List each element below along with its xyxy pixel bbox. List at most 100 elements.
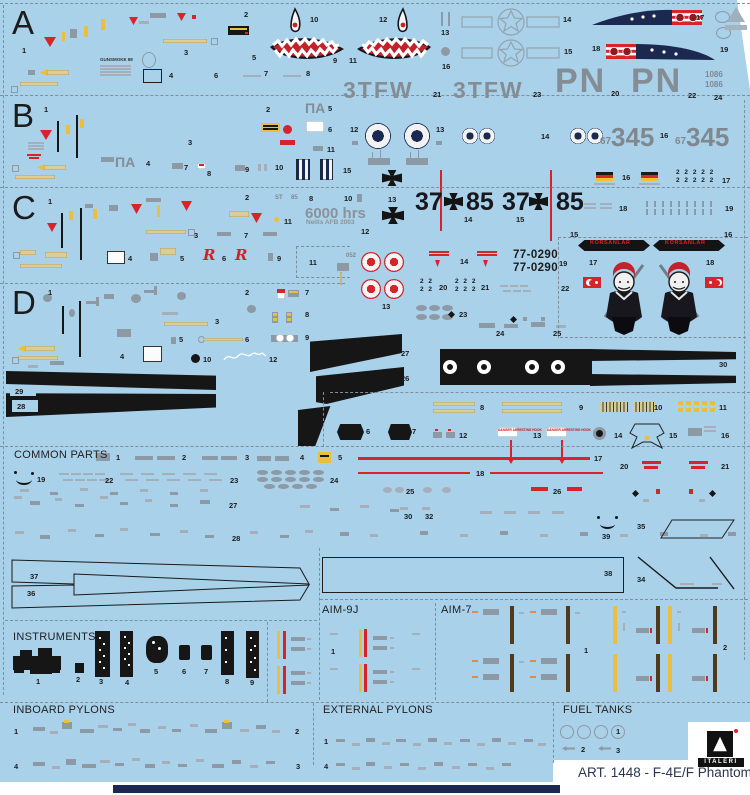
- decal-mark: [373, 636, 387, 640]
- decal-mark: [85, 204, 93, 208]
- decal-mark: [541, 609, 557, 615]
- part-number-label: 5: [154, 667, 159, 676]
- part-number-label: 7: [305, 288, 310, 297]
- part-number-label: 9: [333, 56, 338, 65]
- decal-mark: [337, 263, 349, 271]
- decal-mark: [310, 334, 402, 372]
- part-number-label: 28: [232, 534, 241, 543]
- decal-mark: [597, 516, 600, 519]
- dashed-separator: [5, 620, 317, 621]
- decal-mark: [40, 535, 50, 539]
- decal-mark: [93, 209, 97, 219]
- part-number-label: 4: [125, 678, 130, 687]
- decal-mark: [686, 408, 691, 412]
- part-number-label: 052: [346, 253, 357, 259]
- decal-mark: [62, 306, 64, 334]
- decal-mark: [555, 364, 561, 370]
- serial-number: 1086: [705, 70, 723, 79]
- decal-mark: [530, 611, 536, 613]
- decal-mark: [47, 70, 69, 75]
- part-number-label: 14: [563, 15, 572, 24]
- decal-mark: [442, 305, 453, 311]
- decal-mark: [221, 631, 234, 675]
- section-title-instruments: INSTRUMENTS: [13, 631, 96, 643]
- decal-mark: [434, 762, 443, 766]
- part-number-label: 23: [230, 476, 239, 485]
- decal-mark: [447, 364, 453, 370]
- decal-mark: [446, 432, 455, 438]
- decal-mark: [400, 507, 408, 510]
- decal-mark: [330, 633, 338, 635]
- decal-mark: [43, 294, 52, 302]
- decal-mark: [128, 653, 130, 655]
- part-number-label: 2: [244, 10, 249, 19]
- decal-mark: [62, 32, 65, 41]
- decal-mark: [257, 456, 271, 461]
- decal-mark: [221, 456, 237, 460]
- part-number-label: 38: [604, 569, 613, 578]
- decal-mark: [502, 402, 562, 406]
- decal-mark: [480, 511, 492, 514]
- decal-mark: [633, 402, 655, 412]
- decal-mark: [587, 128, 603, 144]
- decal-mark: [435, 260, 440, 267]
- dashed-separator: [558, 237, 748, 238]
- decal-mark: [531, 487, 548, 491]
- part-number-label: 14: [460, 257, 469, 266]
- part-number-label: 1: [48, 288, 53, 297]
- part-number-label: 15: [570, 230, 579, 239]
- part-number-label: 18: [619, 204, 628, 213]
- decal-mark: [11, 86, 18, 93]
- part-number-label: 5: [328, 104, 333, 113]
- part-number-label: 3: [245, 453, 250, 462]
- part-number-label: 39: [602, 532, 611, 541]
- decal-mark: [129, 17, 138, 25]
- decal-mark: [162, 761, 170, 764]
- part-number-label: 19: [725, 204, 734, 213]
- decal-mark: [28, 365, 38, 368]
- decal-mark: [639, 183, 660, 185]
- signature-decal: [223, 352, 267, 361]
- decal-mark: [268, 253, 273, 261]
- part-number-label: 15: [343, 166, 352, 175]
- decal-mark: [224, 720, 229, 723]
- decal-mark: [650, 628, 652, 633]
- decal-mark: [442, 314, 453, 320]
- decal-mark: [567, 487, 582, 491]
- decal-mark: [140, 729, 150, 733]
- decal-mark: [250, 765, 258, 768]
- decal-mark: [316, 367, 404, 404]
- decal-mark: [274, 217, 279, 222]
- decal-mark: [204, 473, 217, 475]
- decal-mark: [418, 767, 426, 770]
- part-number-label: 29: [14, 387, 25, 396]
- decal-mark: [251, 213, 262, 223]
- decal-mark: [263, 125, 278, 127]
- decal-mark: [71, 473, 81, 475]
- decal-mark: [38, 648, 52, 657]
- decal-mark: [188, 229, 195, 236]
- decal-mark: [361, 252, 381, 272]
- decal-mark: [246, 631, 259, 678]
- part-number-label: 20: [611, 89, 620, 98]
- decal-mark: [620, 534, 628, 537]
- decal-mark: [442, 487, 451, 493]
- decal-mark: [167, 479, 180, 481]
- dashed-separator: [553, 703, 554, 763]
- part-number-label: 2 2 2: [455, 278, 477, 285]
- decal-mark: [124, 647, 126, 649]
- decal-mark: [15, 175, 55, 179]
- decal-mark: [196, 759, 204, 762]
- section-title-fuel-tanks: FUEL TANKS: [563, 704, 633, 716]
- decal-mark: [600, 207, 612, 209]
- part-number-label: 2: [76, 675, 81, 684]
- decal-mark: [40, 69, 47, 76]
- part-number-label: 12: [350, 125, 359, 134]
- part-number-label: 24: [330, 476, 339, 485]
- decal-mark: [520, 285, 528, 287]
- italeri-brand-text: ITALERI: [698, 758, 744, 767]
- decal-mark: [686, 401, 691, 405]
- part-number-label: 6: [245, 335, 250, 344]
- pirate-emblem-icon: [603, 262, 645, 335]
- part-number-label: 1: [48, 197, 53, 206]
